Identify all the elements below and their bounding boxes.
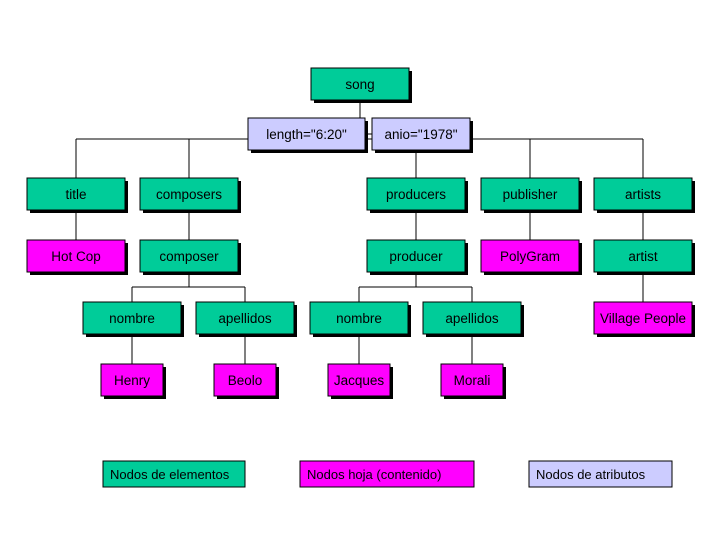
legend-label-attribute: Nodos de atributos xyxy=(536,467,646,482)
node-label: length="6:20" xyxy=(266,127,347,142)
node-box xyxy=(139,239,239,273)
node-henry: Henry xyxy=(100,363,166,399)
legend-item-leaf: Nodos hoja (contenido) xyxy=(299,460,475,488)
node-box xyxy=(440,363,504,397)
node-box xyxy=(309,301,409,335)
node-label: composers xyxy=(156,187,222,202)
node-box xyxy=(26,177,126,211)
legend-label-leaf: Nodos hoja (contenido) xyxy=(307,467,441,482)
node-composer: composer xyxy=(139,239,241,275)
node-producers: producers xyxy=(366,177,468,213)
node-polygram: PolyGram xyxy=(480,239,582,275)
tree-nodes: song length="6:20" anio="1978" title compose… xyxy=(26,67,695,399)
node-box xyxy=(310,67,410,101)
node-box xyxy=(100,363,164,397)
node-title: title xyxy=(26,177,128,213)
node-box xyxy=(195,301,295,335)
legend-label-element: Nodos de elementos xyxy=(110,467,230,482)
node-box xyxy=(593,301,693,335)
node-beolo: Beolo xyxy=(213,363,279,399)
node-composers: composers xyxy=(139,177,241,213)
node-label: anio="1978" xyxy=(384,127,457,142)
legend-item-attribute: Nodos de atributos xyxy=(528,460,673,488)
node-label: publisher xyxy=(503,187,558,202)
node-box xyxy=(480,177,580,211)
node-artists: artists xyxy=(593,177,695,213)
legend-swatch-element xyxy=(102,460,246,488)
node-label: artist xyxy=(628,249,658,264)
node-attr-length: length="6:20" xyxy=(247,117,368,153)
node-hot-cop: Hot Cop xyxy=(26,239,128,275)
node-producer-apellidos: apellidos xyxy=(422,301,524,337)
node-box xyxy=(139,177,239,211)
node-label: nombre xyxy=(336,311,382,326)
node-box xyxy=(371,117,471,151)
legend-swatch-leaf xyxy=(299,460,475,488)
node-label: composer xyxy=(159,249,219,264)
node-label: Henry xyxy=(114,373,150,388)
node-label: producers xyxy=(386,187,446,202)
node-producer-nombre: nombre xyxy=(309,301,411,337)
node-label: apellidos xyxy=(218,311,272,326)
node-label: artists xyxy=(625,187,661,202)
node-box xyxy=(247,117,366,151)
node-village-people: Village People xyxy=(593,301,695,337)
node-label: Beolo xyxy=(228,373,263,388)
node-jacques: Jacques xyxy=(327,363,393,399)
node-label: Village People xyxy=(600,311,686,326)
node-label: song xyxy=(345,77,374,92)
node-box xyxy=(422,301,522,335)
node-label: producer xyxy=(389,249,443,264)
node-label: title xyxy=(65,187,86,202)
legend-item-element: Nodos de elementos xyxy=(102,460,246,488)
node-attr-anio: anio="1978" xyxy=(371,117,473,153)
node-label: Morali xyxy=(454,373,491,388)
node-box xyxy=(213,363,277,397)
node-box xyxy=(366,177,466,211)
node-song: song xyxy=(310,67,412,103)
tree-edges xyxy=(75,100,644,364)
node-box xyxy=(480,239,580,273)
node-box xyxy=(327,363,391,397)
legend-swatch-attribute xyxy=(528,460,673,488)
node-box xyxy=(366,239,466,273)
node-composer-apellidos: apellidos xyxy=(195,301,297,337)
node-label: nombre xyxy=(109,311,155,326)
node-composer-nombre: nombre xyxy=(82,301,184,337)
node-box xyxy=(26,239,126,273)
node-label: apellidos xyxy=(445,311,499,326)
legend: Nodos de elementos Nodos hoja (contenido… xyxy=(102,460,673,488)
node-box xyxy=(593,177,693,211)
node-producer: producer xyxy=(366,239,468,275)
node-publisher: publisher xyxy=(480,177,582,213)
node-label: PolyGram xyxy=(500,249,560,264)
node-label: Jacques xyxy=(334,373,385,388)
node-artist: artist xyxy=(593,239,695,275)
node-box xyxy=(593,239,693,273)
node-morali: Morali xyxy=(440,363,506,399)
node-label: Hot Cop xyxy=(51,249,101,264)
node-box xyxy=(82,301,182,335)
